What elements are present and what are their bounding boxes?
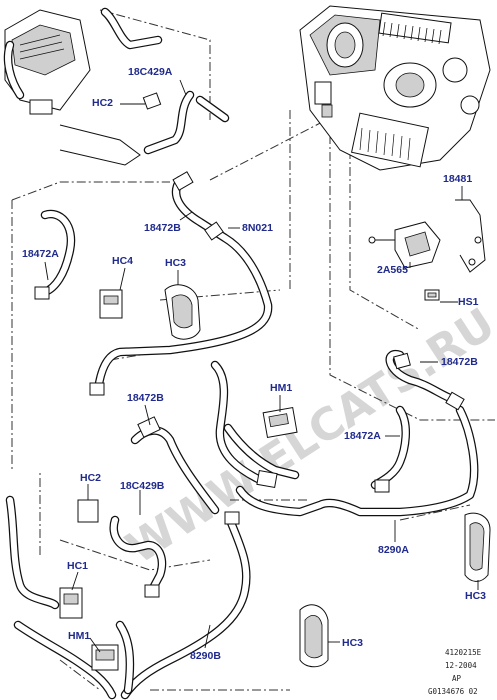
callout-hm1-mid: HM1 bbox=[270, 382, 293, 394]
callout-hc3-mid: HC3 bbox=[165, 257, 187, 269]
watermark: WWW.ELCATS.RU bbox=[117, 298, 497, 574]
callout-18472a-right: 18472A bbox=[344, 430, 381, 442]
reference-ap: AP bbox=[452, 674, 462, 683]
callout-18c429b: 18C429B bbox=[120, 480, 165, 492]
callout-18481: 18481 bbox=[443, 173, 473, 185]
callout-18472b-right: 18472B bbox=[441, 356, 478, 368]
sensor-hs1 bbox=[424, 289, 440, 301]
callout-8n021: 8N021 bbox=[242, 222, 273, 234]
hvac-housing bbox=[299, 5, 491, 171]
callout-hc1: HC1 bbox=[67, 560, 89, 572]
callout-hm1-bottom: HM1 bbox=[68, 630, 91, 642]
reference-date: 12-2004 bbox=[445, 661, 477, 670]
callout-18472b-mid: 18472B bbox=[127, 392, 164, 404]
callout-18c429a-top: 18C429A bbox=[128, 66, 173, 78]
callout-hs1: HS1 bbox=[458, 296, 479, 308]
leader-lines bbox=[44, 79, 479, 653]
callout-18472a-left: 18472A bbox=[22, 248, 59, 260]
callout-2a565: 2A565 bbox=[377, 264, 408, 276]
callout-hc3-bottom: HC3 bbox=[342, 637, 364, 649]
callout-hc2-top: HC2 bbox=[92, 97, 114, 109]
dash-dot-boundaries bbox=[11, 9, 495, 691]
callout-18472b-top: 18472B bbox=[144, 222, 181, 234]
engine-block bbox=[4, 9, 141, 166]
bracket-18481 bbox=[455, 199, 486, 273]
callout-8290a: 8290A bbox=[378, 544, 409, 556]
reference-code: 4120215E bbox=[445, 648, 482, 657]
hoses bbox=[3, 7, 479, 700]
callout-8290b: 8290B bbox=[190, 650, 221, 662]
callout-hc2-bottom: HC2 bbox=[80, 472, 102, 484]
reference-drawing-number: G0134676 02 bbox=[428, 687, 478, 696]
callout-hc3-right: HC3 bbox=[465, 590, 487, 602]
valve-2a565 bbox=[368, 221, 441, 269]
callout-hc4: HC4 bbox=[112, 255, 134, 267]
